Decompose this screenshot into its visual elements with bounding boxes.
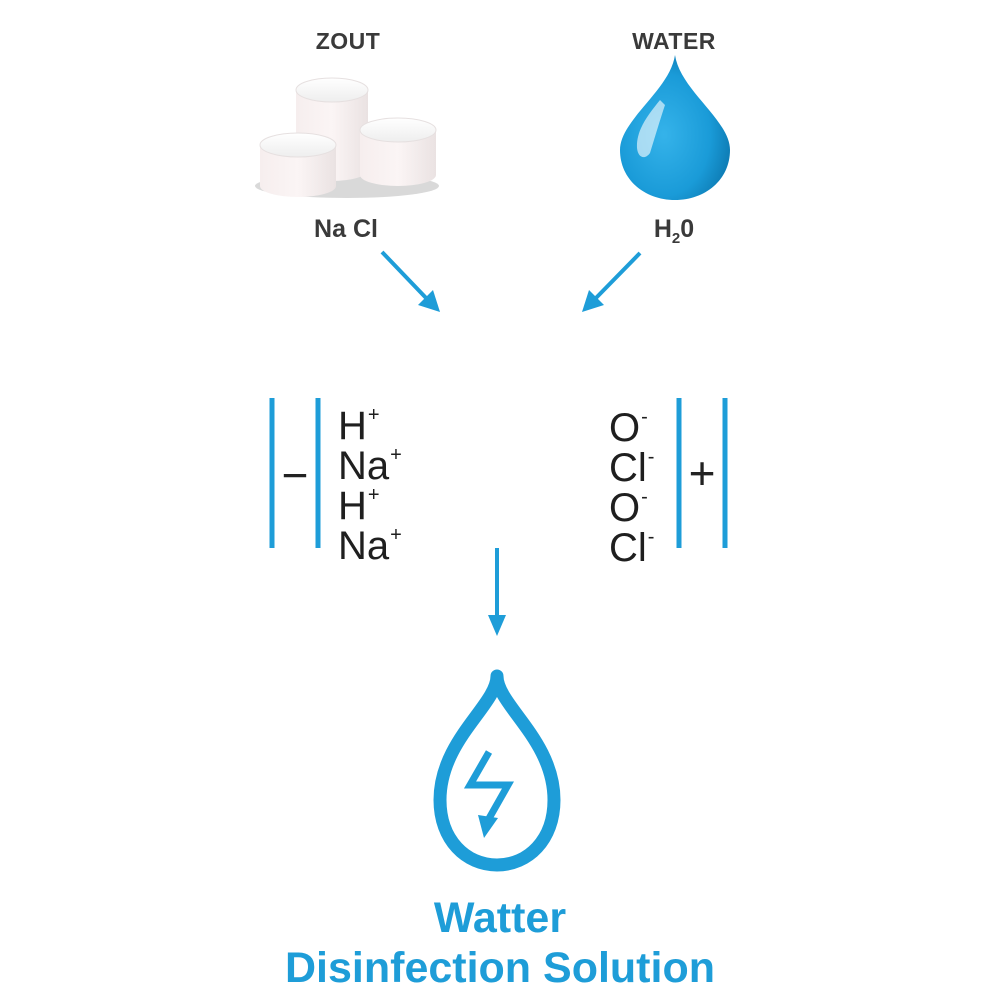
salt-tablets-icon — [255, 77, 439, 198]
ion-charge: - — [647, 526, 655, 548]
cathode-ion: Na+ — [338, 435, 402, 486]
anode-ion-list: O- Cl- O- Cl- — [609, 397, 655, 568]
water-formula: H20 — [574, 215, 774, 247]
ion-symbol: Na — [338, 444, 390, 488]
disinfection-drop-icon — [433, 669, 561, 872]
cathode-sign: − — [281, 449, 309, 501]
salt-formula: Na Cl — [314, 215, 378, 243]
water-formula-subscript: 2 — [671, 230, 681, 247]
ion-charge: + — [367, 484, 380, 506]
salt-heading: ZOUT — [315, 28, 381, 54]
ion-symbol: Cl — [609, 526, 647, 570]
cathode-ion: H+ — [338, 475, 402, 526]
anode-ion: Cl- — [609, 517, 655, 568]
water-formula-main: H — [653, 215, 672, 243]
anode-electrode — [676, 398, 728, 548]
water-formula-end: 0 — [680, 215, 695, 243]
ion-symbol: O — [609, 406, 641, 450]
ion-symbol: Na — [338, 524, 390, 568]
ion-symbol: Cl — [609, 446, 647, 490]
water-drop-icon — [620, 55, 730, 200]
cathode-ion: H+ — [338, 395, 402, 446]
ion-charge: - — [641, 406, 648, 428]
ion-symbol: H — [338, 404, 367, 448]
ion-charge: - — [641, 486, 648, 508]
cathode-ion-list: H+ Na+ H+ Na+ — [338, 395, 402, 566]
anode-sign: + — [688, 447, 716, 499]
anode-ion: O- — [609, 397, 654, 448]
output-title-line2: Disinfection Solution — [285, 944, 715, 992]
ion-charge: - — [647, 446, 655, 468]
ion-symbol: O — [609, 486, 641, 530]
cathode-ion: Na+ — [338, 515, 402, 566]
anode-ion: Cl- — [609, 437, 655, 488]
salt-to-cell-arrow — [380, 250, 440, 312]
cell-to-output-arrow — [488, 548, 506, 636]
lightning-bolt-icon — [463, 750, 515, 838]
cathode-electrode — [269, 398, 321, 548]
ion-charge: + — [390, 524, 402, 546]
ion-symbol: H — [338, 484, 367, 528]
output-title-line1: Watter — [433, 894, 567, 942]
ion-charge: + — [390, 444, 402, 466]
water-heading: WATER — [632, 28, 716, 54]
water-to-cell-arrow — [582, 251, 642, 312]
ion-charge: + — [367, 404, 380, 426]
anode-ion: O- — [609, 477, 654, 528]
